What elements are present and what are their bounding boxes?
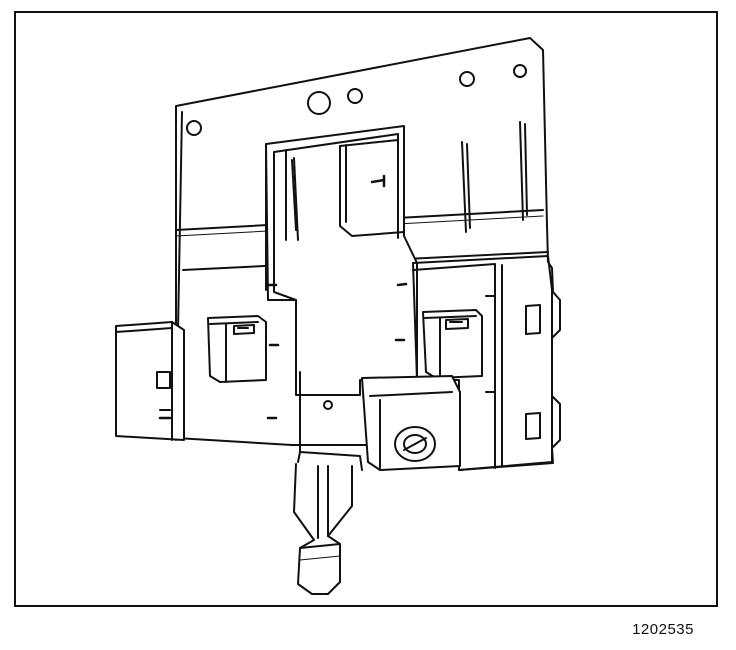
figure-number: 1202535 [632,621,694,638]
central-channel [265,125,418,396]
probe-lead [293,463,353,595]
vertical-ribs [291,121,528,233]
left-connector [207,315,267,383]
left-side-tab [115,321,185,441]
right-housing [412,255,553,471]
right-connector [422,309,483,379]
figure-frame [14,11,718,607]
retaining-clips [158,174,408,420]
lower-socket-housing [297,371,461,471]
